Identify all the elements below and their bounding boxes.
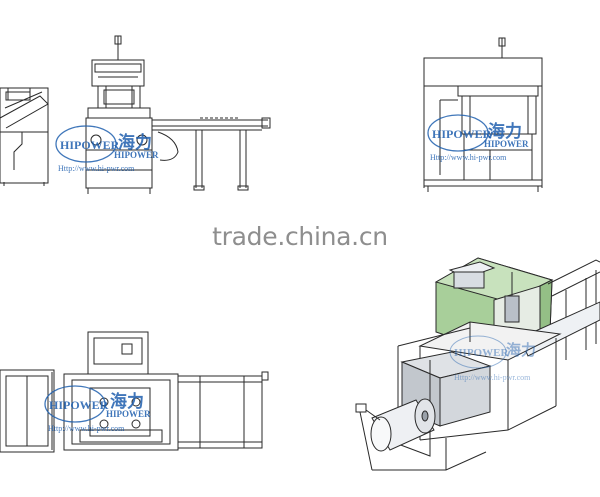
side-view: [423, 37, 543, 192]
watermark-url: Http://www.hi-pwr.com: [430, 153, 507, 162]
watermark-brand-small: HIPOWER: [484, 139, 529, 149]
watermark-brand-text: HIPOWER: [454, 347, 509, 359]
watermark-logo-cn: 海力: [118, 132, 152, 152]
watermark-brand-small: HIPOWER: [114, 150, 159, 160]
iso-view: [355, 257, 600, 471]
watermark-hipower-2: HIPOWER 海力 HIPOWER Http://www.hi-pwr.com: [427, 114, 529, 162]
watermark-url: Http://www.hi-pwr.com: [58, 164, 135, 173]
watermark-logo-cn: 海力: [488, 121, 522, 141]
watermark-url: Http://www.hi-pwr.com: [454, 373, 531, 382]
front-view: [0, 35, 271, 194]
watermark-hipower-1: HIPOWER 海力 HIPOWER Http://www.hi-pwr.com: [55, 125, 159, 173]
watermark-logo-cn: 海力: [110, 391, 144, 411]
watermark-brand-text: HIPOWER: [60, 138, 120, 152]
watermark-brand-small: HIPOWER: [106, 409, 151, 419]
site-watermark: trade.china.cn: [212, 222, 388, 251]
watermark-brand-text: HIPOWER: [49, 398, 109, 412]
watermark-hipower-4: HIPOWER 海力 Http://www.hi-pwr.com: [449, 335, 536, 382]
watermark-brand-text: HIPOWER: [432, 127, 492, 141]
watermark-logo-cn: 海力: [506, 341, 536, 359]
watermark-url: Http://www.hi-pwr.com: [48, 424, 125, 433]
watermark-hipower-3: HIPOWER 海力 HIPOWER Http://www.hi-pwr.com: [44, 385, 151, 433]
